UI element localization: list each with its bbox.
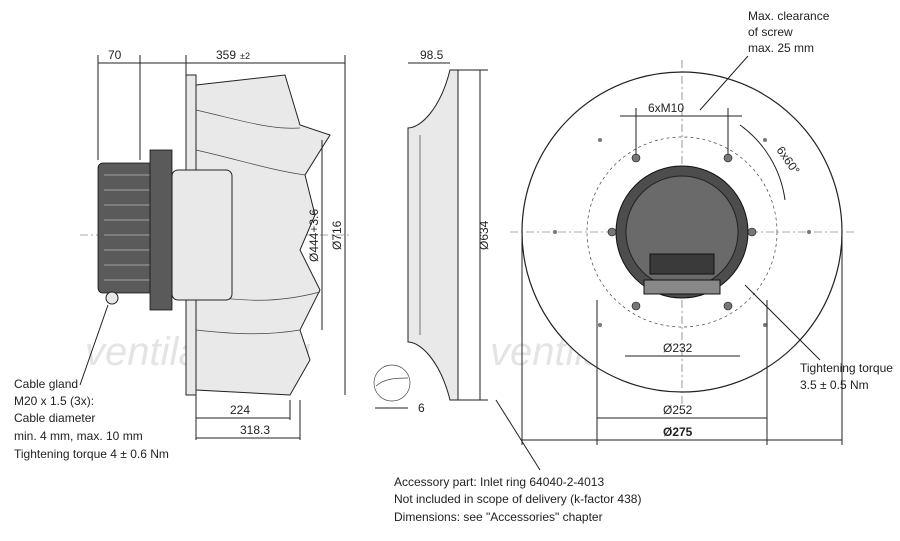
inlet-ring-side: 98.5 Ø634 xyxy=(407,48,541,471)
fan-front-view xyxy=(510,60,855,405)
note-torque: Tightening torque 3.5 ± 0.5 Nm xyxy=(744,284,893,392)
gland-line-1: Cable gland xyxy=(14,377,78,391)
torque-line-1: Tightening torque xyxy=(800,361,893,375)
dim-252: Ø252 xyxy=(663,403,693,417)
note-accessory: Accessory part: Inlet ring 64040-2-4013 … xyxy=(394,475,641,524)
dim-6: 6 xyxy=(418,401,425,415)
screw-2 xyxy=(723,153,733,163)
accessory-line-1: Accessory part: Inlet ring 64040-2-4013 xyxy=(394,475,604,489)
dim-224: 224 xyxy=(230,403,250,417)
gland-line-3: Cable diameter xyxy=(14,411,95,425)
screw-1 xyxy=(631,153,641,163)
gland-line-4: min. 4 mm, max. 10 mm xyxy=(14,429,143,443)
dim-634: Ø634 xyxy=(477,220,491,250)
motor-flange xyxy=(149,149,173,311)
gland-line-5: Tightening torque 4 ± 0.6 Nm xyxy=(14,447,169,461)
dim-232: Ø232 xyxy=(663,341,693,355)
accessory-line-3: Dimensions: see "Accessories" chapter xyxy=(394,510,603,524)
torque-line-2: 3.5 ± 0.5 Nm xyxy=(800,378,869,392)
motor-hub xyxy=(171,169,233,301)
dim-318-3: 318.3 xyxy=(240,423,270,437)
clearance-line-3: max. 25 mm xyxy=(748,41,814,55)
impeller-blades xyxy=(195,74,331,396)
fan-side-view xyxy=(80,74,350,396)
note-clearance: Max. clearance of screw max. 25 mm xyxy=(699,9,830,111)
screw-4 xyxy=(723,301,733,311)
dim-screws: 6xM10 xyxy=(648,101,684,115)
dim-716: Ø716 xyxy=(330,220,344,250)
clearance-line-1: Max. clearance xyxy=(748,9,830,23)
screw-5 xyxy=(631,301,641,311)
dim-444: Ø444+3.6 xyxy=(307,209,321,262)
screw-6 xyxy=(607,227,617,237)
note-cable-gland: Cable gland M20 x 1.5 (3x): Cable diamet… xyxy=(14,304,169,461)
gland-line-2: M20 x 1.5 (3x): xyxy=(14,394,94,408)
front-display-window xyxy=(649,253,715,275)
cable-gland xyxy=(105,291,119,305)
dim-vertical-fan: Ø444+3.6 Ø716 xyxy=(307,75,346,395)
dim-359: 359 xyxy=(216,48,236,62)
dim-bottom-fan: 224 318.3 6 xyxy=(195,395,425,440)
clearance-line-2: of screw xyxy=(748,25,793,39)
detail-circle xyxy=(373,364,411,402)
front-terminal-block xyxy=(643,279,721,295)
dim-275: Ø275 xyxy=(663,425,693,439)
screw-3 xyxy=(747,227,757,237)
inlet-ring xyxy=(407,69,459,401)
dim-359-tol: ±2 xyxy=(240,51,250,61)
dim-98-5: 98.5 xyxy=(420,48,444,62)
dim-70: 70 xyxy=(108,48,122,62)
accessory-line-2: Not included in scope of delivery (k-fac… xyxy=(394,492,641,506)
